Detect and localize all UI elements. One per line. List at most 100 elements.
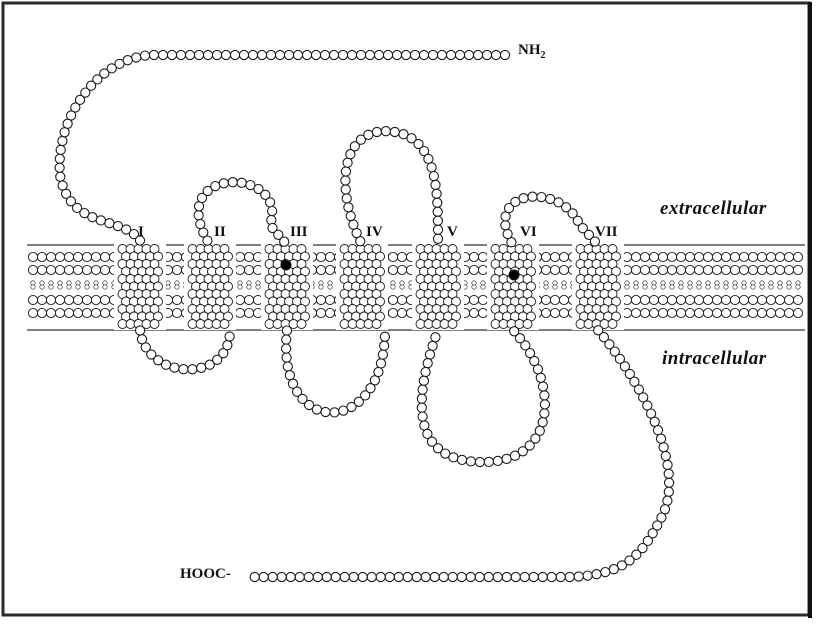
chain-residue (424, 154, 433, 163)
lipid-head (55, 265, 64, 274)
lipid-head (469, 308, 478, 317)
chain-residue (63, 119, 72, 128)
chain-residue (197, 363, 206, 372)
chain-residue (609, 565, 618, 574)
lipid-tail (58, 285, 62, 289)
lipid-head (712, 295, 721, 304)
lipid-tail (85, 285, 89, 289)
helix-label-4: IV (366, 224, 383, 241)
chain-residue (536, 373, 545, 382)
lipid-head (235, 295, 244, 304)
chain-residue (149, 50, 158, 59)
chain-residue (528, 192, 537, 201)
chain-residue (277, 572, 286, 581)
chain-residue (403, 572, 412, 581)
lipid-head (775, 265, 784, 274)
lipid-head (748, 295, 757, 304)
lipid-head (550, 265, 559, 274)
lipid-tail (481, 285, 485, 289)
chain-residue (556, 572, 565, 581)
lipid-head (388, 308, 397, 317)
lipid-head (73, 308, 82, 317)
chain-residue (170, 363, 179, 372)
lipid-head (721, 308, 730, 317)
chain-residue (286, 572, 295, 581)
lipid-tail (742, 285, 746, 289)
chain-residue (282, 335, 291, 344)
lipid-head (550, 252, 559, 261)
chain-residue (330, 408, 339, 417)
lipid-head (100, 265, 109, 274)
chain-residue (592, 570, 601, 579)
lipid-tail (544, 285, 548, 289)
lipid-head (730, 252, 739, 261)
chain-residue (431, 180, 440, 189)
chain-residue (259, 572, 268, 581)
chain-residue (56, 172, 65, 181)
lipid-tail (715, 285, 719, 289)
chain-residue (455, 50, 464, 59)
lipid-head (694, 265, 703, 274)
chain-residue (427, 163, 436, 172)
lipid-head (559, 308, 568, 317)
chain-residue (664, 487, 673, 496)
chain-residue (356, 50, 365, 59)
chain-residue (225, 332, 234, 341)
lipid-head (685, 265, 694, 274)
lipid-head (469, 265, 478, 274)
lipid-tail (643, 285, 647, 289)
n-terminus-text: NH (518, 42, 541, 58)
chain-residue (659, 443, 668, 452)
chain-residue (179, 365, 188, 374)
lipid-tail (247, 285, 251, 289)
lipid-tail (166, 285, 170, 289)
chain-residue (230, 50, 239, 59)
lipid-head (244, 265, 253, 274)
lipid-head (100, 295, 109, 304)
chain-residue (176, 50, 185, 59)
chain-residue (344, 203, 353, 212)
chain-residue (665, 478, 674, 487)
lipid-tail (697, 285, 701, 289)
chain-residue (503, 229, 512, 238)
helix-label-2: II (214, 224, 226, 241)
lipid-head (793, 295, 802, 304)
lipid-head (478, 265, 487, 274)
helix-residue (523, 320, 532, 329)
lipid-head (478, 252, 487, 261)
lipid-head (91, 265, 100, 274)
lipid-head (694, 308, 703, 317)
chain-residue (312, 405, 321, 414)
chain-residue (212, 50, 221, 59)
lipid-head (37, 295, 46, 304)
chain-residue (390, 127, 399, 136)
chain-residue (349, 572, 358, 581)
lipid-head (667, 308, 676, 317)
chain-residue (502, 572, 511, 581)
lipid-head (703, 252, 712, 261)
lipid-head (37, 252, 46, 261)
chain-residue (358, 572, 367, 581)
chain-residue (378, 350, 387, 359)
lipid-head (712, 308, 721, 317)
chain-residue (282, 344, 291, 353)
lipid-head (172, 265, 181, 274)
lipid-tail (661, 285, 665, 289)
lipid-tail (625, 285, 629, 289)
chain-residue (343, 158, 352, 167)
lipid-head (559, 252, 568, 261)
lipid-head (397, 295, 406, 304)
lipid-head (541, 308, 550, 317)
lipid-head (784, 265, 793, 274)
lipid-head (649, 308, 658, 317)
lipid-head (766, 295, 775, 304)
marked-residue (509, 270, 519, 280)
chain-residue (501, 221, 510, 230)
helix-bundle (261, 244, 313, 330)
lipid-head (28, 265, 37, 274)
chain-residue (540, 409, 549, 418)
lipid-tail (94, 285, 98, 289)
chain-residue (367, 572, 376, 581)
lipid-head (640, 295, 649, 304)
lipid-tail (634, 285, 638, 289)
